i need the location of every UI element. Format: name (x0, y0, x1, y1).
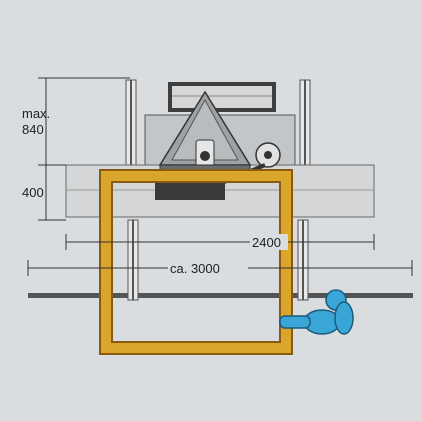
carriage-block (155, 178, 225, 200)
wooden-frame (99, 169, 293, 355)
support-posts (125, 79, 311, 301)
operator-figure-icon (279, 289, 354, 335)
width-table-label: 2400 (252, 235, 281, 250)
height-max-label: max. (22, 106, 50, 121)
floor-line (28, 293, 413, 298)
label-bg-3000 (168, 260, 248, 276)
back-panel (168, 82, 276, 112)
wheel-icon (255, 142, 281, 168)
height-table-label: 400 (22, 185, 44, 200)
height-max-value: 840 (22, 122, 44, 137)
width-total-label: ca. 3000 (170, 261, 220, 276)
label-bg-2400 (250, 234, 288, 250)
